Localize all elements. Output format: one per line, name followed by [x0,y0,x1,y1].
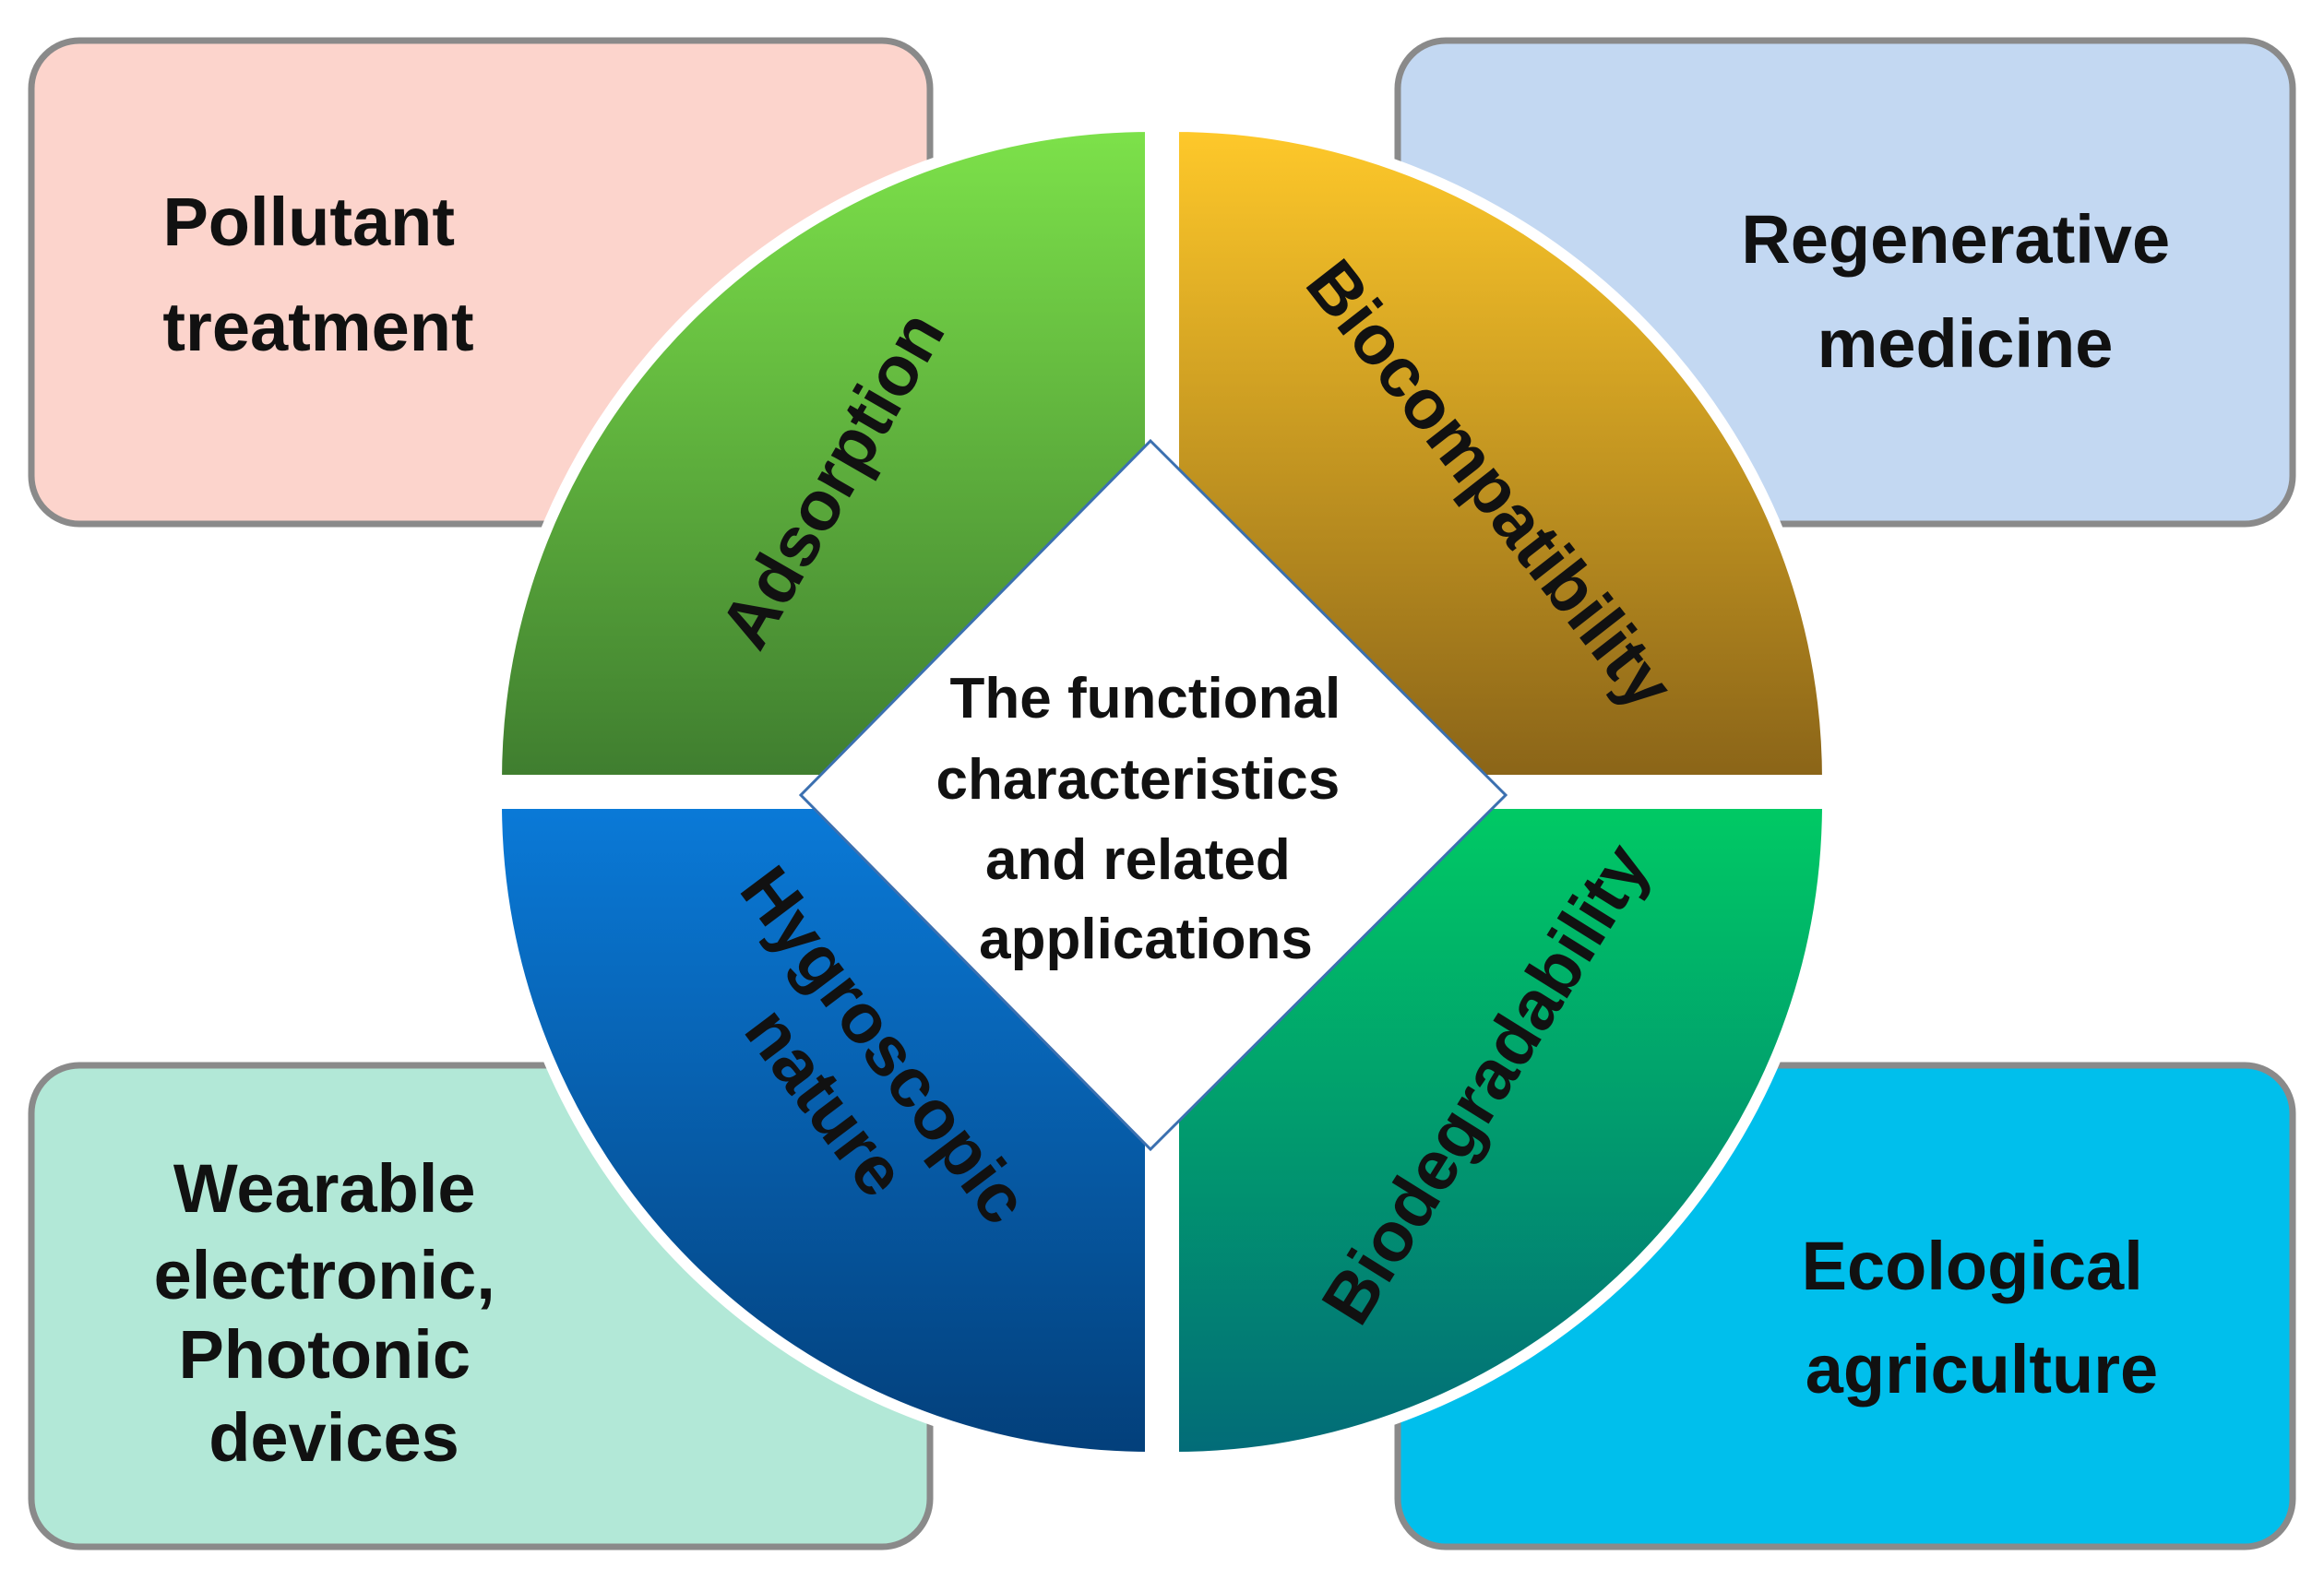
application-box-bottom-left-line-3: Photonic [178,1316,471,1393]
application-box-bottom-left-line-1: Wearable [173,1150,476,1227]
application-box-bottom-left-label: Wearable electronic, Photonic devices [154,1150,515,1476]
application-box-bottom-right-line-2: agriculture [1806,1331,2158,1408]
application-box-bottom-left-line-2: electronic, [154,1237,495,1313]
application-box-top-left-label: Pollutant treatment [162,184,473,365]
center-diamond-shape [798,438,1508,1152]
quadrant-top-right-sector [1168,121,1833,786]
application-box-bottom-right-label: Ecological agriculture [1802,1228,2163,1408]
application-box-top-right-label: Regenerative medicine [1741,201,2188,382]
center-line-4: applications [979,908,1313,971]
application-box-top-left-line-1: Pollutant [162,184,455,260]
application-box-top-right-line-1: Regenerative [1741,201,2170,278]
center-line-2: characteristics [936,748,1341,812]
application-box-top-left-line-2: treatment [162,289,473,365]
center-diamond-label: The functional characteristics and relat… [936,667,1357,971]
quadrant-bottom-right-sector [1168,798,1833,1463]
center-diamond: The functional characteristics and relat… [798,438,1508,1152]
center-line-1: The functional [950,667,1341,731]
center-line-3: and related [985,828,1291,892]
application-box-bottom-right-line-1: Ecological [1802,1228,2143,1304]
application-box-top-right-line-2: medicine [1817,305,2114,382]
application-box-bottom-left-line-4: devices [209,1399,459,1476]
